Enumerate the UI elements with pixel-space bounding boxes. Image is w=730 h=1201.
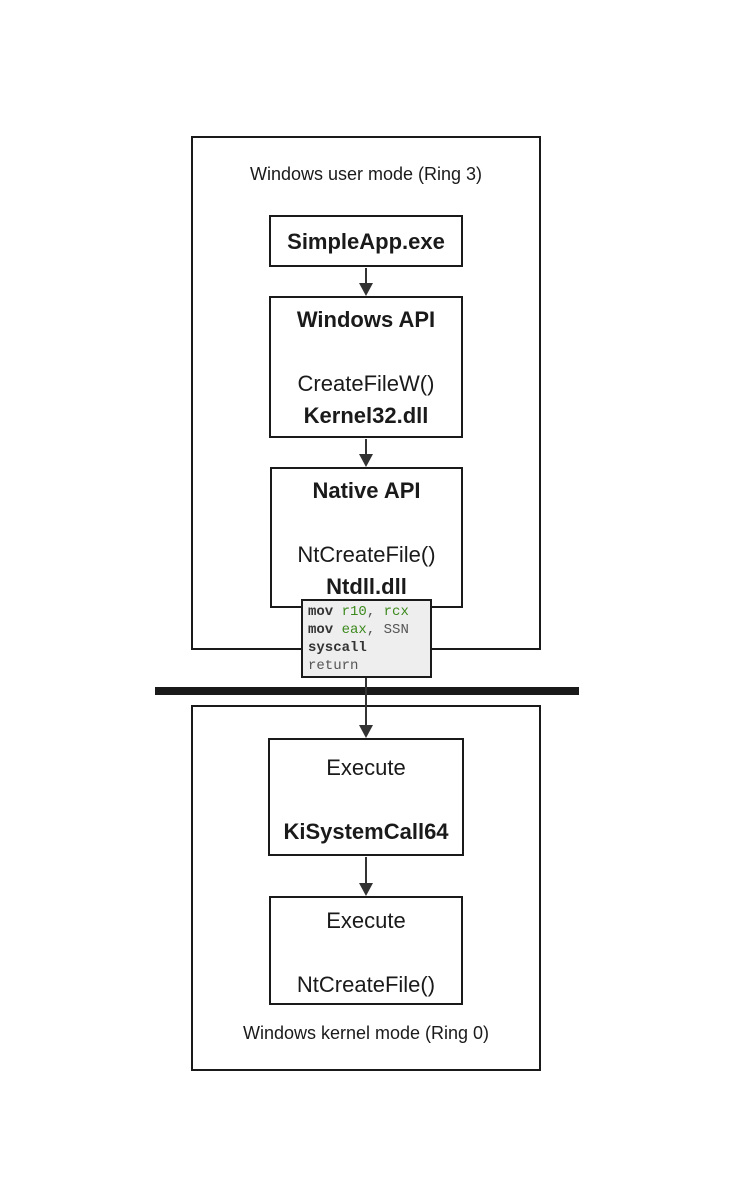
app-box: SimpleApp.exe: [269, 215, 463, 267]
syscall-stub-code: mov r10, rcx mov eax, SSN syscall return: [301, 599, 432, 678]
app-title: SimpleApp.exe: [287, 229, 445, 254]
code-reg-r10: r10: [341, 604, 367, 620]
winapi-dll: Kernel32.dll: [303, 403, 429, 428]
code-sep-2: ,: [366, 622, 384, 638]
kisystemcall-title: Execute: [326, 755, 406, 780]
arrow-kisystemcall-to-exec: [359, 857, 373, 896]
kernel-mode-region: Windows kernel mode (Ring 0): [191, 705, 541, 1071]
winapi-box: Windows API CreateFileW() Kernel32.dll: [269, 296, 463, 438]
code-op-2: mov: [308, 622, 334, 638]
kernel-exec-name: NtCreateFile(): [296, 972, 436, 997]
winapi-function: CreateFileW(): [297, 371, 435, 396]
user-mode-label: Windows user mode (Ring 3): [249, 164, 483, 184]
code-reg-eax: eax: [341, 622, 367, 638]
code-sep-1: ,: [366, 604, 384, 620]
code-return: return: [308, 658, 359, 674]
native-api-title: Native API: [312, 478, 421, 503]
arrow-winapi-to-native: [359, 439, 373, 467]
native-api-function: NtCreateFile(): [297, 542, 436, 567]
code-syscall: syscall: [308, 640, 367, 656]
native-api-dll: Ntdll.dll: [326, 574, 407, 599]
native-api-box: Native API NtCreateFile() Ntdll.dll: [270, 467, 463, 608]
kisystemcall-name: KiSystemCall64: [283, 819, 449, 844]
kernel-exec-box: Execute NtCreateFile(): [269, 896, 463, 1005]
kernel-mode-label: Windows kernel mode (Ring 0): [242, 1023, 490, 1043]
code-op-1: mov: [308, 604, 334, 620]
kisystemcall-box: Execute KiSystemCall64: [268, 738, 464, 856]
arrow-stub-to-kernel: [359, 678, 373, 738]
arrow-app-to-winapi: [359, 268, 373, 296]
code-reg-rcx: rcx: [383, 604, 409, 620]
code-ssn: SSN: [383, 622, 409, 638]
kernel-exec-title: Execute: [326, 908, 406, 933]
winapi-title: Windows API: [296, 307, 436, 332]
